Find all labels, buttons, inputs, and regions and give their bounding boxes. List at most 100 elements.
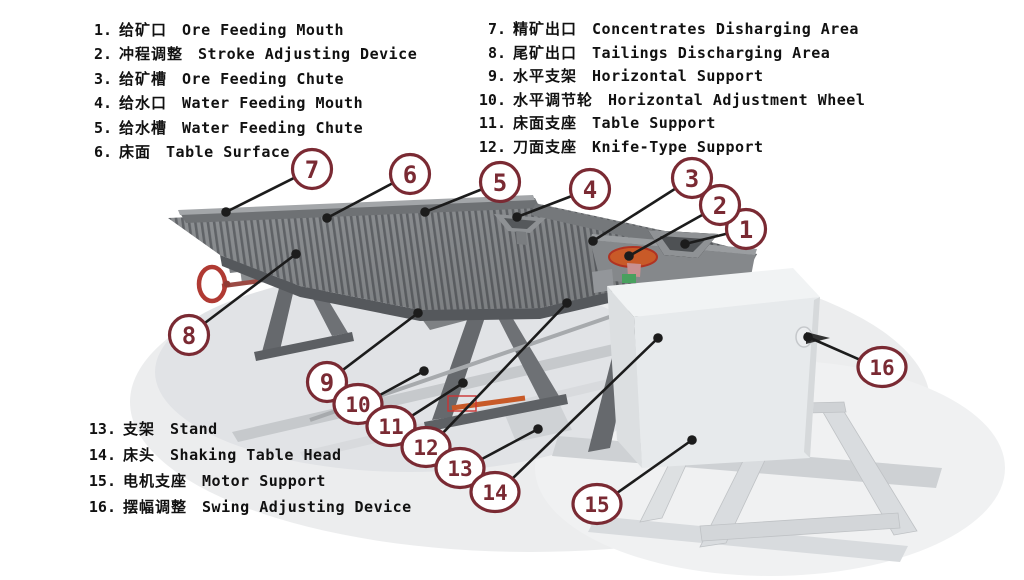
- leader-dot-1: [680, 239, 690, 249]
- leader-lines: [203, 176, 862, 495]
- callout-circle-14: [469, 470, 521, 514]
- legend-zh: 给矿口: [119, 21, 168, 39]
- legend-num: 9.: [487, 67, 506, 86]
- legend-num: 10.: [478, 90, 506, 109]
- leader-dot-13: [533, 424, 543, 434]
- callout-circle-5: [478, 160, 522, 204]
- leader-line-7: [224, 176, 296, 214]
- leader-line-9: [341, 311, 420, 372]
- callout-8: 8: [167, 313, 211, 357]
- legend-en: Water Feeding Chute: [182, 118, 364, 137]
- leader-line-3: [591, 187, 677, 243]
- legend-zh: 床头: [123, 446, 156, 464]
- callout-circle-13: [434, 446, 486, 490]
- legend-item-13: 13. 支架 Stand: [84, 416, 412, 442]
- callout-number-3: 3: [685, 165, 699, 193]
- legend-en: Stroke Adjusting Device: [198, 45, 418, 64]
- leader-line-11: [410, 381, 465, 418]
- leader-dot-12: [562, 298, 572, 308]
- legend-zh: 给水槽: [119, 118, 168, 137]
- callout-number-16: 16: [869, 356, 894, 380]
- callout-15: 15: [571, 482, 623, 526]
- callout-11: 11: [365, 404, 417, 448]
- leader-line-16: [806, 335, 862, 361]
- callout-9: 9: [305, 360, 349, 404]
- legend-zh: 刀面支座: [513, 137, 578, 156]
- callout-circle-12: [400, 425, 452, 469]
- callout-5: 5: [478, 160, 522, 204]
- callout-number-13: 13: [447, 457, 472, 481]
- callout-number-8: 8: [182, 322, 196, 350]
- callout-10: 10: [332, 382, 384, 426]
- legend-en: Swing Adjusting Device: [202, 498, 412, 516]
- legend-zh: 水平支架: [513, 67, 578, 86]
- callout-number-5: 5: [493, 169, 507, 197]
- leader-dot-2: [624, 251, 634, 261]
- legend-item-5: 5. 给水槽 Water Feeding Chute: [86, 116, 417, 140]
- leader-dot-3: [588, 236, 598, 246]
- legend-zh: 床面支座: [513, 114, 578, 133]
- legend-en: Ore Feeding Mouth: [182, 21, 345, 39]
- callout-number-4: 4: [583, 176, 597, 204]
- legend-zh: 电机支座: [123, 472, 188, 490]
- leader-dot-11: [458, 378, 468, 388]
- legend-en: Table Surface: [166, 143, 290, 162]
- ore-feeding-chute: [531, 204, 690, 250]
- leader-dot-7: [221, 207, 231, 217]
- water-feeding-chute: [180, 198, 540, 223]
- legend-en: Horizontal Support: [592, 67, 764, 86]
- leader-line-4: [515, 194, 574, 219]
- adjust-lever: [451, 395, 526, 411]
- leader-dot-4: [512, 212, 522, 222]
- callout-14: 14: [469, 470, 521, 514]
- callout-number-12: 12: [413, 436, 438, 460]
- legend-en: Concentrates Disharging Area: [592, 20, 859, 38]
- leader-dot-14: [653, 333, 663, 343]
- legend-en: Table Support: [592, 114, 716, 133]
- callout-number-11: 11: [378, 415, 403, 439]
- legend-num: 5.: [93, 118, 112, 137]
- callout-2: 2: [698, 183, 742, 227]
- leader-dot-6: [322, 213, 332, 223]
- callout-circle-8: [167, 313, 211, 357]
- legend-num: 2.: [93, 45, 112, 64]
- leader-line-8: [203, 252, 298, 325]
- legend-en: Water Feeding Mouth: [182, 94, 364, 113]
- callout-number-2: 2: [713, 192, 727, 220]
- lever-highlight-box: [447, 395, 477, 412]
- callout-12: 12: [400, 425, 452, 469]
- legend-zh: 支架: [123, 420, 156, 438]
- legend-en: Motor Support: [202, 472, 326, 490]
- green-clamp: [622, 274, 636, 283]
- legend-en: Stand: [170, 420, 218, 438]
- legend-num: 13.: [88, 420, 116, 438]
- leader-dot-5: [420, 207, 430, 217]
- callout-1: 1: [724, 207, 768, 251]
- callout-circle-16: [856, 345, 908, 389]
- callout-circle-1: [724, 207, 768, 251]
- legend-num: 11.: [478, 114, 506, 133]
- leader-dot-16: [803, 332, 813, 342]
- handwheel: [196, 264, 261, 304]
- callout-circle-4: [568, 167, 612, 211]
- leader-dot-9: [413, 308, 423, 318]
- legend-zh: 给矿槽: [119, 69, 168, 88]
- legend-num: 12.: [478, 137, 506, 156]
- legend-zh: 尾矿出口: [513, 43, 578, 62]
- legend-item-11: 11. 床面支座 Table Support: [474, 112, 865, 136]
- leader-line-1: [683, 232, 729, 246]
- callout-number-9: 9: [320, 369, 334, 397]
